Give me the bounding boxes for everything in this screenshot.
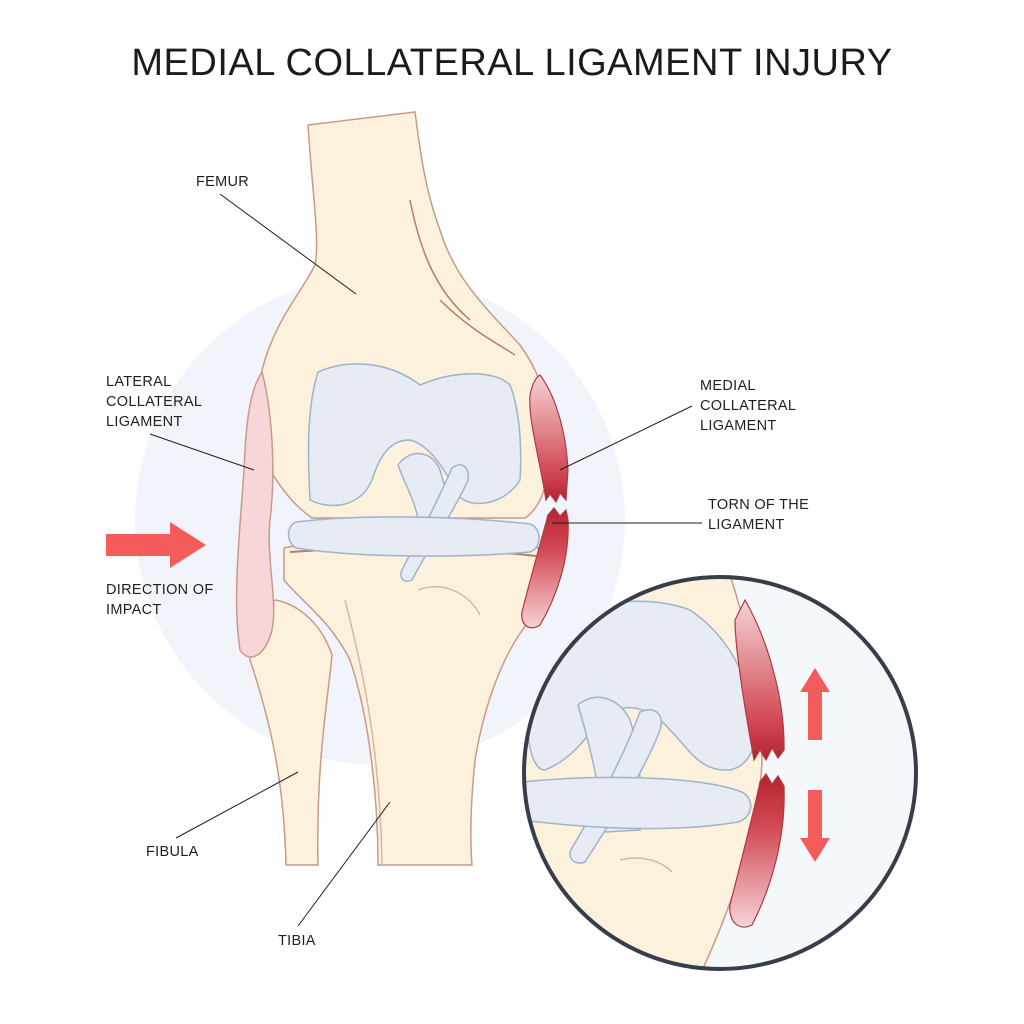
label-medial-collateral-ligament: MEDIAL COLLATERAL LIGAMENT [700,378,797,434]
zoom-inset [524,577,916,969]
label-direction-of-impact: DIRECTION OF IMPACT [106,582,214,618]
medial-collateral-ligament-lower [521,507,569,629]
lateral-collateral-ligament [235,370,275,658]
separation-arrow-down [800,790,830,862]
leader-lines [149,193,702,927]
label-femur: FEMUR [196,174,250,190]
label-fibula: FIBULA [146,844,199,860]
zoom-ring [522,575,918,971]
label-lateral-collateral-ligament: LATERAL COLLATERAL LIGAMENT [106,374,203,430]
diagram-title: MEDIAL COLLATERAL LIGAMENT INJURY [131,42,893,84]
meniscus [287,516,540,557]
impact-arrow [106,522,206,568]
separation-arrow-up [800,668,830,740]
medial-collateral-ligament-upper [529,374,569,504]
label-tibia: TIBIA [278,933,316,949]
label-torn-ligament: TORN OF THE LIGAMENT [708,497,810,533]
